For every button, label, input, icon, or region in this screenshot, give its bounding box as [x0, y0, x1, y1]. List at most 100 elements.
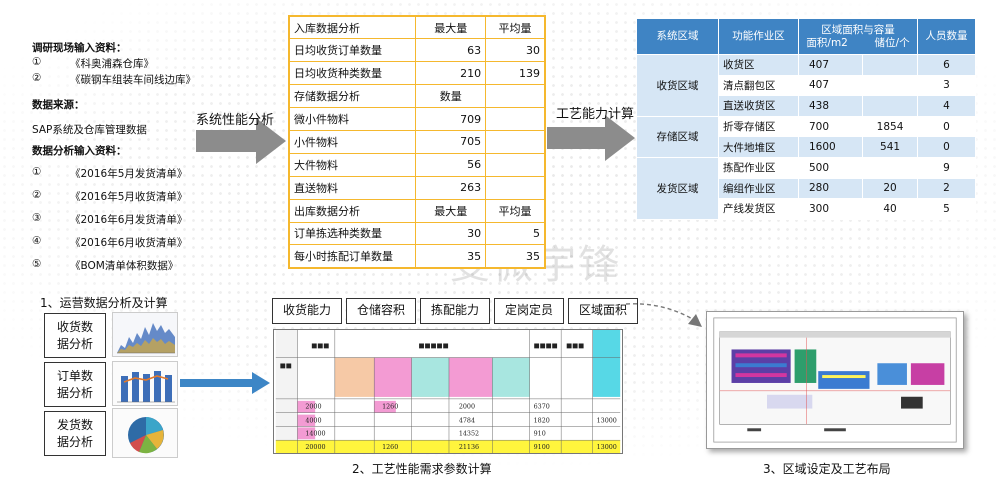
center-table-cell: 最大量: [415, 15, 487, 40]
svg-text:4784: 4784: [459, 416, 475, 424]
center-table-cell: 5: [485, 221, 546, 246]
blue-flow-arrow: [180, 372, 270, 394]
svg-text:■■■: ■■■: [311, 342, 329, 350]
region-area-table: 系统区域 功能作业区 区域面积与容量 面积/m2 储位/个 人员数量 收货区域收…: [636, 18, 976, 220]
center-table-cell: 每小时拣配订单数量: [288, 244, 417, 269]
section1-title: 1、运营数据分析及计算: [40, 296, 168, 310]
right-flow-arrow: [547, 115, 635, 161]
svg-text:2000: 2000: [459, 403, 475, 411]
center-table-row: 出库数据分析最大量平均量: [288, 198, 546, 223]
center-table-cell: 705: [415, 129, 487, 154]
tab-staffing[interactable]: 定岗定员: [494, 298, 564, 324]
research-item: ①《科奥浦森仓库》: [32, 56, 154, 70]
region-table-staff-cell: 0: [917, 136, 976, 158]
center-table-cell: [485, 152, 546, 177]
research-title: 调研现场输入资料：: [32, 42, 127, 54]
source-text: SAP系统及仓库管理数据: [32, 124, 147, 136]
region-table-slots-cell: [862, 54, 918, 76]
region-table-slots-cell: 1854: [862, 115, 918, 138]
right-arrow-label: 工艺能力计算: [556, 107, 635, 122]
region-table-slots-cell: 20: [862, 177, 918, 200]
receiving-analysis-label: 收货数据分析: [44, 313, 106, 358]
center-table-cell: 日均收货种类数量: [288, 61, 417, 86]
input-materials-panel: 调研现场输入资料： ①《科奥浦森仓库》 ②《碳钢车组装车间线边库》 数据来源： …: [32, 40, 222, 281]
svg-text:1260: 1260: [382, 403, 398, 411]
center-table-cell: 56: [415, 152, 487, 177]
analysis-item: ③《2016年6月发货清单》: [32, 212, 188, 226]
center-table-cell: 微小件物料: [288, 107, 417, 131]
center-table-row: 存储数据分析数量: [288, 84, 546, 109]
header-function: 功能作业区: [718, 18, 799, 55]
region-table-slots-cell: [862, 74, 918, 97]
region-name-cell: 存储区域: [636, 115, 719, 158]
center-table-cell: 入库数据分析: [288, 15, 417, 40]
tab-storage-volume[interactable]: 仓储容积: [346, 298, 416, 324]
center-table-cell: [485, 107, 546, 131]
svg-text:4000: 4000: [305, 416, 321, 424]
region-table-slots-cell: [862, 156, 918, 179]
region-table-function-cell: 折零存储区: [718, 115, 799, 138]
svg-text:■■■■■: ■■■■■: [418, 342, 448, 350]
svg-text:6370: 6370: [534, 403, 550, 411]
svg-text:■■■: ■■■: [566, 342, 584, 350]
parameter-tabs: 收货能力 仓储容积 拣配能力 定岗定员 区域面积: [272, 298, 642, 324]
center-table-row: 入库数据分析最大量平均量: [288, 15, 546, 40]
header-staff: 人员数量: [917, 18, 976, 55]
center-table-cell: 709: [415, 107, 487, 131]
region-table-function-cell: 收货区: [718, 54, 799, 76]
tab-region-area[interactable]: 区域面积: [568, 298, 638, 324]
center-table-cell: 小件物料: [288, 129, 417, 154]
svg-text:9100: 9100: [534, 443, 550, 451]
svg-text:14000: 14000: [305, 429, 325, 437]
analysis-item: ②《2016年5月收货清单》: [32, 189, 188, 203]
region-table-function-cell: 产线发货区: [718, 198, 799, 220]
center-table-cell: 直送物料: [288, 175, 417, 200]
center-table-cell: 出库数据分析: [288, 198, 417, 223]
center-table-cell: [485, 175, 546, 200]
center-table-cell: 日均收货订单数量: [288, 38, 417, 63]
region-table-area-cell: 407: [797, 54, 864, 76]
center-table-cell: 35: [485, 244, 546, 269]
region-table-staff-cell: 0: [917, 115, 976, 138]
shipping-chart-thumbnail: [112, 408, 178, 458]
svg-text:■■: ■■: [280, 361, 292, 369]
tab-receiving-capacity[interactable]: 收货能力: [272, 298, 342, 324]
analysis-item: ④《2016年6月收货清单》: [32, 235, 188, 249]
center-table-cell: 30: [415, 221, 487, 246]
center-table-cell: 平均量: [485, 15, 546, 40]
center-table-cell: 存储数据分析: [288, 84, 417, 109]
center-table-cell: 63: [415, 38, 487, 63]
center-table-cell: 139: [485, 61, 546, 86]
region-table-staff-cell: 5: [917, 198, 976, 220]
svg-text:14352: 14352: [459, 429, 479, 437]
tab-picking-capacity[interactable]: 拣配能力: [420, 298, 490, 324]
region-table-function-cell: 大件地堆区: [718, 136, 799, 158]
research-item: ②《碳钢车组装车间线边库》: [32, 72, 196, 86]
region-table-area-cell: 300: [797, 198, 864, 220]
svg-text:2000: 2000: [305, 403, 321, 411]
region-table-staff-cell: 3: [917, 74, 976, 97]
region-table-staff-cell: 2: [917, 177, 976, 200]
svg-text:13000: 13000: [597, 443, 617, 451]
region-table-area-cell: 280: [797, 177, 864, 200]
region-table-function-cell: 编组作业区: [718, 177, 799, 200]
region-name-cell: 收货区域: [636, 54, 719, 117]
left-arrow-label: 系统性能分析: [196, 113, 275, 128]
region-table-area-cell: 1600: [797, 136, 864, 158]
region-table-area-cell: 700: [797, 115, 864, 138]
center-table-cell: [485, 84, 546, 109]
svg-text:20000: 20000: [305, 443, 325, 451]
center-table-cell: 平均量: [485, 198, 546, 223]
region-table-slots-cell: [862, 95, 918, 117]
